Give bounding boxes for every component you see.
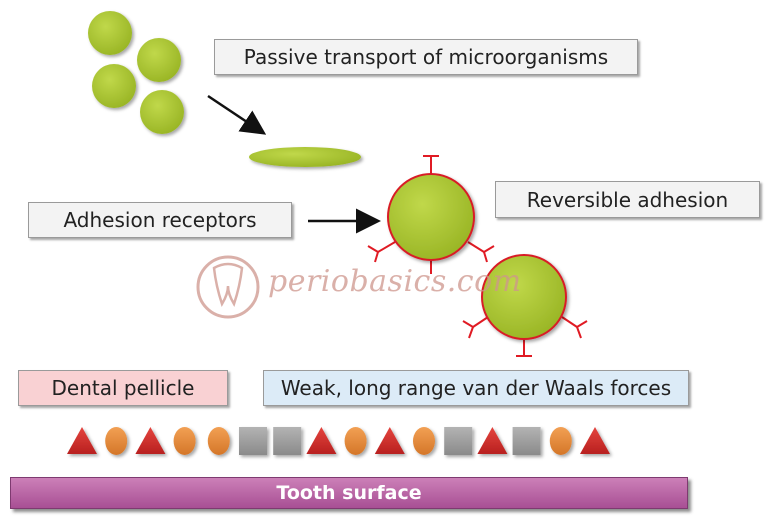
pellicle-oval <box>173 427 196 455</box>
bacteria-cluster <box>88 11 184 134</box>
watermark-text: periobasics.com <box>268 264 522 299</box>
van-der-waals-label: Weak, long range van der Waals forces <box>263 370 689 406</box>
receptor-left <box>462 316 489 339</box>
adhesion-receptors-label: Adhesion receptors <box>28 202 292 238</box>
pellicle-oval <box>549 427 572 455</box>
bacterium <box>137 38 181 82</box>
receptor-left <box>367 241 396 263</box>
pellicle-square <box>512 427 541 455</box>
pellicle-oval <box>207 427 230 455</box>
pellicle-triangle <box>135 427 166 454</box>
pellicle-molecules <box>67 427 610 455</box>
pellicle-oval <box>344 427 367 455</box>
passive-transport-label: Passive transport of microorganisms <box>214 39 638 75</box>
receptor-right <box>467 241 495 263</box>
bacterium <box>140 90 184 134</box>
bacterium <box>88 11 132 55</box>
pellicle-triangle <box>306 427 337 454</box>
bacterium <box>92 64 136 108</box>
flattened-bacterium <box>249 147 361 167</box>
reversible-adhesion-label: Reversible adhesion <box>495 181 760 218</box>
tooth-surface: Tooth surface <box>10 477 688 509</box>
receptor-top <box>423 155 439 174</box>
pellicle-triangle <box>67 427 97 454</box>
receptor-right <box>561 316 588 339</box>
watermark-logo-icon <box>196 255 260 319</box>
pellicle-triangle <box>477 427 508 454</box>
pellicle-triangle <box>374 427 405 454</box>
transport-arrow <box>207 94 267 135</box>
pellicle-square <box>239 427 267 455</box>
pellicle-square <box>273 427 302 455</box>
pellicle-triangle <box>580 427 610 454</box>
pellicle-oval <box>105 427 128 455</box>
dental-pellicle-label: Dental pellicle <box>18 370 228 406</box>
bacterium-with-receptors <box>367 155 495 274</box>
adhering-bacterium <box>462 254 588 357</box>
pellicle-square <box>444 427 473 455</box>
pellicle-oval <box>413 427 435 455</box>
